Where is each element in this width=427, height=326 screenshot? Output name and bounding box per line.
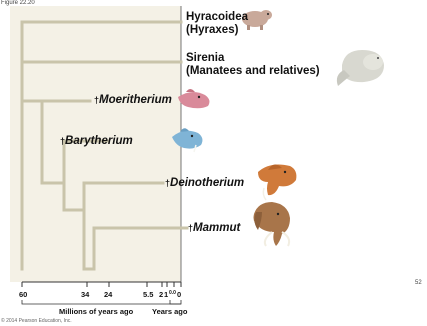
- axis-tick-label: 60: [19, 290, 27, 299]
- moeritherium-icon: [178, 89, 209, 108]
- taxon-name: Barytherium: [65, 135, 133, 147]
- axis-tick-label: 0.0: [169, 290, 176, 296]
- slide-number: 52: [415, 280, 422, 286]
- taxon-common-name: (Manatees and relatives): [186, 65, 320, 78]
- manatee-icon: [337, 50, 384, 86]
- taxon-common-name: (Hyraxes): [186, 24, 248, 37]
- copyright-notice: © 2014 Pearson Education, Inc.: [1, 318, 72, 324]
- axis-tick-label: 1: [164, 290, 168, 299]
- taxon-label-hyracoidea: Hyracoidea (Hyraxes): [186, 11, 248, 37]
- taxon-label-barytherium: †Barytherium: [60, 135, 133, 148]
- taxon-label-mammut: †Mammut: [188, 222, 240, 235]
- taxon-label-sirenia: Sirenia (Manatees and relatives): [186, 52, 320, 78]
- axis-ticks: [22, 282, 181, 287]
- axis-tick-label: 34: [81, 290, 89, 299]
- axis-tick-label: 2: [159, 290, 163, 299]
- taxon-name: Deinotherium: [170, 177, 244, 189]
- axis-caption-years: Years ago: [152, 307, 187, 316]
- deinotherium-icon: [258, 164, 296, 200]
- taxon-label-deinotherium: †Deinotherium: [165, 177, 244, 190]
- taxon-label-moeritherium: †Moeritherium: [94, 94, 172, 107]
- axis-bracket-right: [170, 300, 181, 304]
- taxon-name: Sirenia: [186, 52, 320, 65]
- taxon-name: Moeritherium: [99, 94, 172, 106]
- axis-caption-millions: Millions of years ago: [59, 307, 133, 316]
- axis-tick-label: 24: [104, 290, 112, 299]
- mammut-icon: [254, 202, 291, 246]
- taxon-name: Mammut: [193, 222, 240, 234]
- axis-tick-label: 5.5: [143, 290, 153, 299]
- axis-tick-label: 0: [177, 290, 181, 299]
- time-axis: [22, 282, 181, 304]
- figure-label: Figure 22.20: [1, 0, 35, 6]
- axis-bracket-left: [22, 300, 181, 304]
- taxon-name: Hyracoidea: [186, 11, 248, 24]
